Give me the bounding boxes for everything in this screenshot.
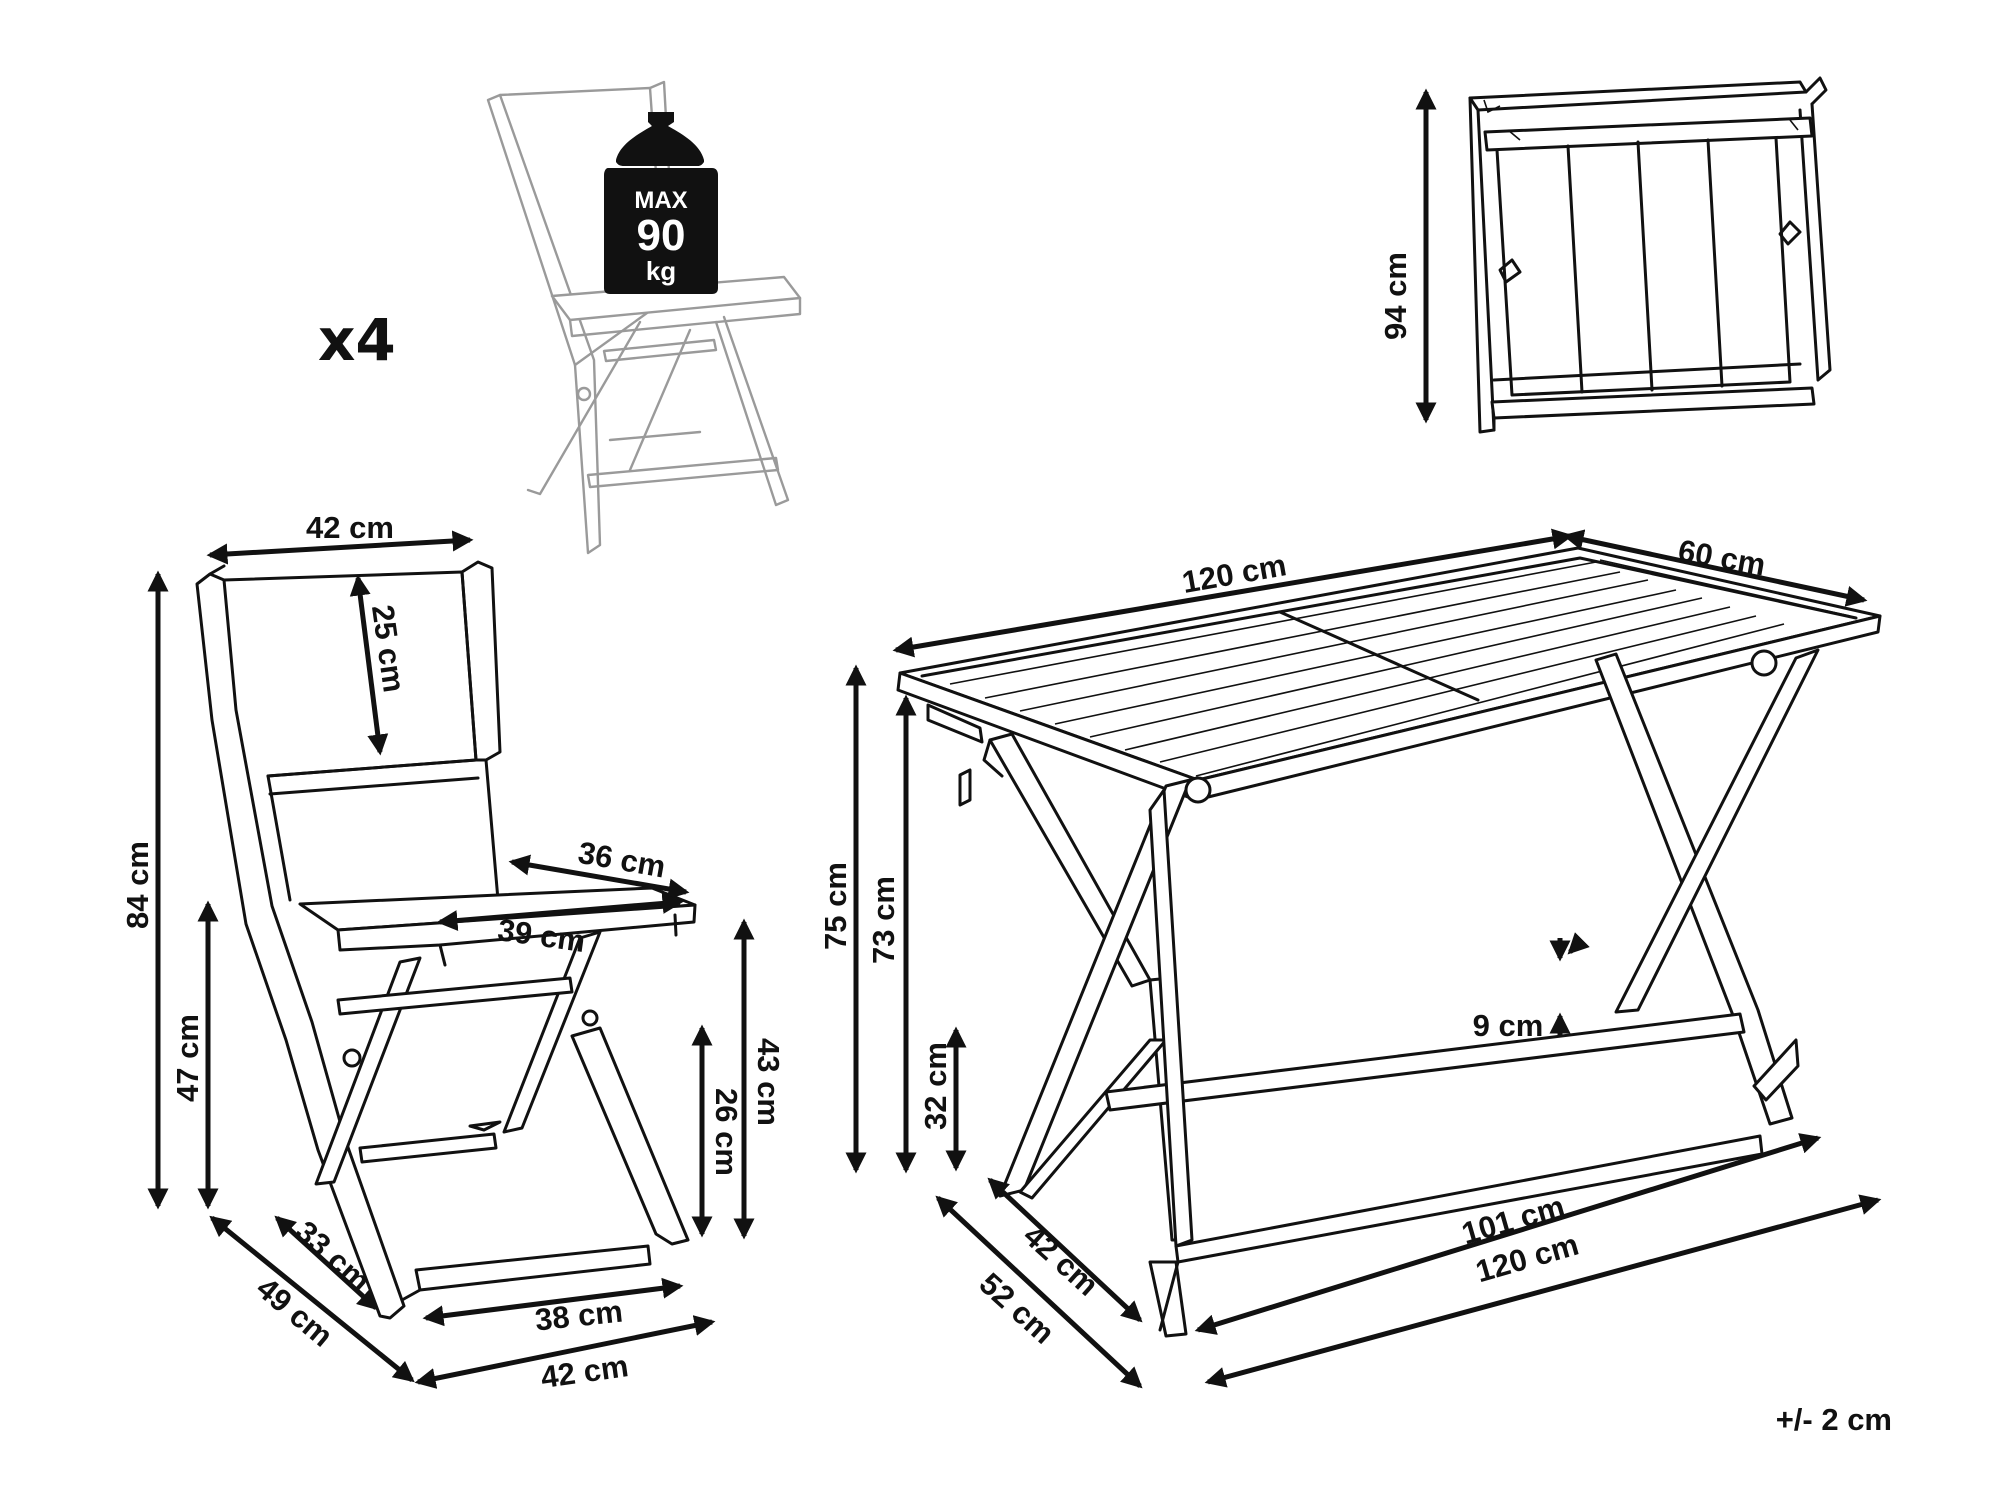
chair-seat-height-label: 47 cm <box>170 1014 205 1102</box>
chair-total-height-label: 84 cm <box>120 841 155 929</box>
table-base-depth-outer-label: 52 cm <box>973 1266 1062 1351</box>
folded-height-label: 94 cm <box>1378 252 1413 340</box>
table-total-height-label: 75 cm <box>818 862 853 950</box>
chair-backrest-width-label: 42 cm <box>306 510 394 545</box>
chair-faint-illustration <box>486 80 802 555</box>
chair-leg-span-inner-label: 38 cm <box>533 1294 624 1338</box>
weight-value-text: 90 <box>637 211 686 260</box>
quantity-label: x4 <box>318 306 396 374</box>
table-stretcher-height-label: 32 cm <box>918 1042 953 1130</box>
tolerance-note: +/- 2 cm <box>1776 1402 1892 1437</box>
table-stretcher-gap-label: 9 cm <box>1473 1008 1544 1043</box>
table-under-top-height-label: 73 cm <box>866 876 901 964</box>
table-base-depth-inner-label: 42 cm <box>1017 1218 1106 1303</box>
weight-unit-text: kg <box>646 256 676 286</box>
max-weight-icon: MAX 90 kg <box>604 112 718 294</box>
dimension-arrows <box>147 88 1882 1389</box>
chair-illustration <box>195 560 697 1320</box>
folded-table-illustration <box>1468 76 1832 434</box>
chair-legs-height-label: 43 cm <box>751 1038 786 1126</box>
table-illustration <box>896 546 1882 1338</box>
weight-max-text: MAX <box>634 187 687 214</box>
chair-crossbar-height-label: 26 cm <box>709 1088 744 1176</box>
